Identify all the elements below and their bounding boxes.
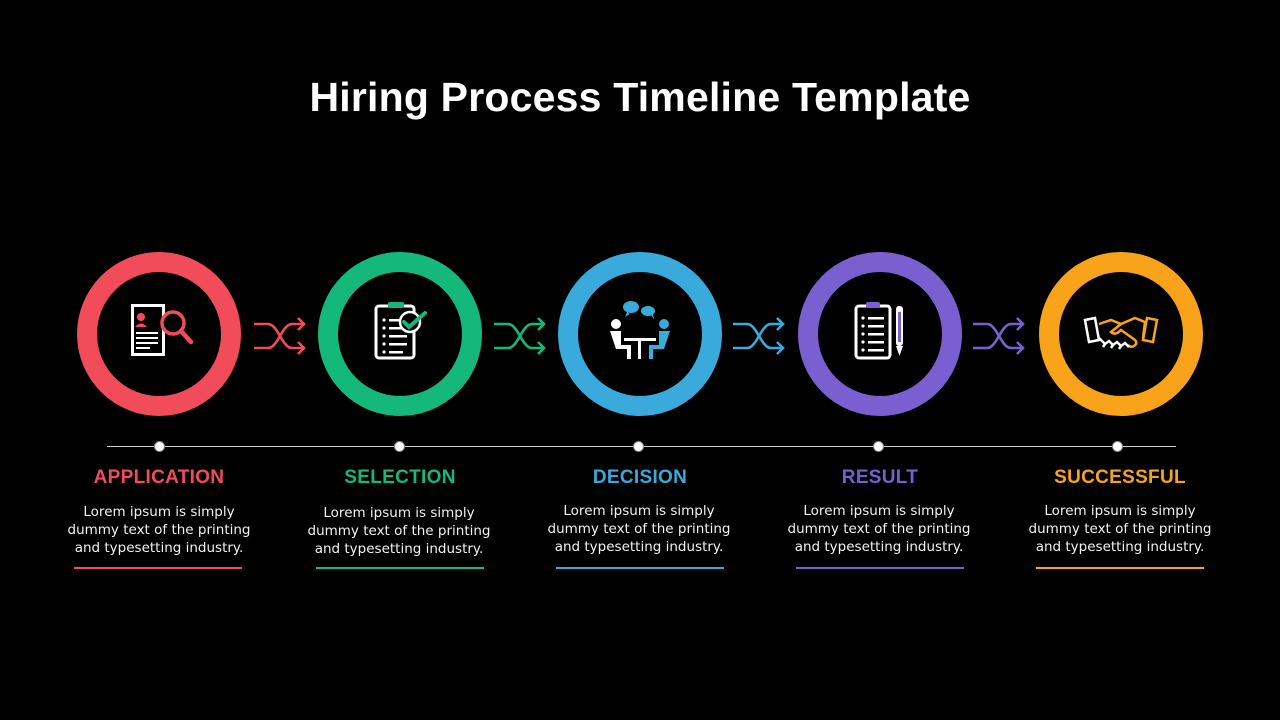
step-underline [796,567,964,569]
step-ring-successful [1039,252,1203,416]
page-title: Hiring Process Timeline Template [309,74,971,120]
step-underline [316,567,484,569]
checklist-check-icon [374,302,427,360]
step-ring-selection [318,252,482,416]
shuffle-arrow-icon [733,317,785,355]
step-description: Lorem ipsum is simply dummy text of the … [787,503,971,555]
resume-search-icon [131,304,194,356]
shuffle-arrow-icon [973,317,1025,355]
step-description: Lorem ipsum is simply dummy text of the … [307,505,491,557]
step-title-result: RESULT [841,467,919,488]
clipboard-pen-icon [854,302,903,360]
meeting-interview-icon [610,301,670,359]
step-ring-decision [558,252,722,416]
shuffle-arrow-icon [254,317,306,355]
handshake-icon [1083,316,1159,350]
step-title-successful: SUCCESSFUL [1054,467,1186,488]
step-underline [1036,567,1204,569]
step-title-decision: DECISION [592,467,688,488]
step-title-selection: SELECTION [344,467,456,488]
step-description: Lorem ipsum is simply dummy text of the … [1028,503,1212,555]
step-title-application: APPLICATION [93,467,225,488]
timeline-dot [1112,441,1123,452]
step-description: Lorem ipsum is simply dummy text of the … [67,504,251,556]
step-ring-result [798,252,962,416]
step-ring-application [77,252,241,416]
timeline-dot [154,441,165,452]
timeline-dot [394,441,405,452]
timeline-dot [873,441,884,452]
step-underline [74,567,242,569]
step-underline [556,567,724,569]
step-description: Lorem ipsum is simply dummy text of the … [547,503,731,555]
shuffle-arrow-icon [494,317,546,355]
timeline-dot [633,441,644,452]
